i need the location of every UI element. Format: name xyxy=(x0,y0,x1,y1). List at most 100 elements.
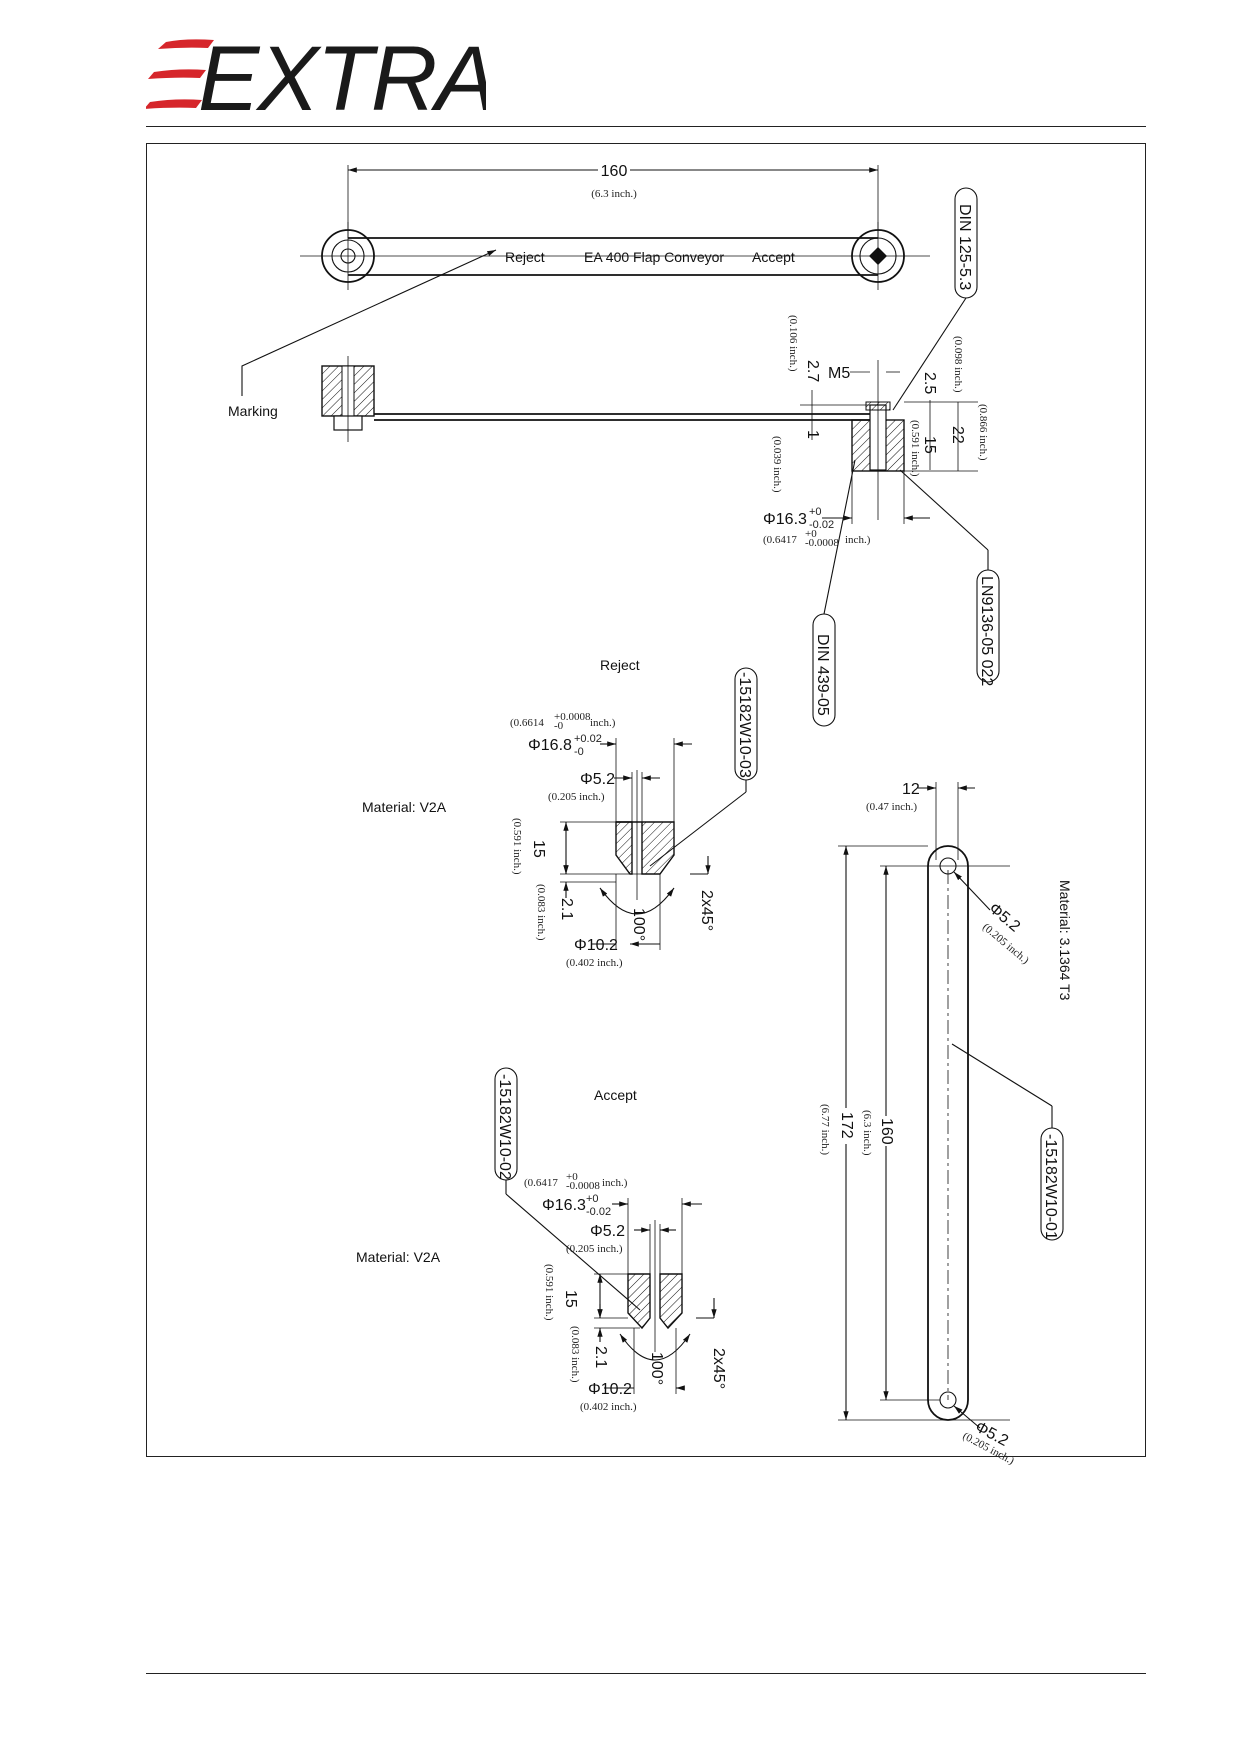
link-width-inch: (0.47 inch.) xyxy=(866,801,917,813)
footer-rule xyxy=(146,1673,1146,1674)
reject-outer-tol-top: +0.02 xyxy=(574,733,602,745)
dim-22: 22 xyxy=(949,426,966,444)
leader xyxy=(953,1405,981,1429)
reject-chamfer-depth: 2.1 xyxy=(558,898,575,920)
dim-1: 1 xyxy=(804,430,821,439)
label-marking: Marking xyxy=(228,403,278,419)
reject-bore-inch: (0.205 inch.) xyxy=(548,791,605,803)
accept-height-inch: (0.591 inch.) xyxy=(543,1264,555,1321)
dim-dia-16-3-inch-tol-top: +0 xyxy=(805,528,817,540)
reject-counter-dia: Φ10.2 xyxy=(574,937,618,954)
logo-stripe-bottom xyxy=(146,99,202,109)
top-view: 160 (6.3 inch.) Reject EA 400 Flap Conve… xyxy=(241,163,978,411)
dim-2-5-inch: (0.098 inch.) xyxy=(952,336,964,393)
dim-m5: M5 xyxy=(828,365,850,382)
logo-stripe-top xyxy=(158,39,214,49)
callout-ln9136 xyxy=(976,569,1000,683)
label-flap-conveyor: EA 400 Flap Conveyor xyxy=(584,249,724,265)
leader xyxy=(505,1193,641,1311)
accept-outer-tol-top: +0 xyxy=(586,1193,599,1205)
link-bar: Material: 3.1364 T3 12 (0.47 inch.) 172 … xyxy=(819,781,1073,1467)
label-accept: Accept xyxy=(752,249,795,265)
callout-din439 xyxy=(812,613,836,727)
logo-text: EXTRA xyxy=(198,30,486,120)
accept-outer-inch: (0.6417 xyxy=(524,1177,558,1189)
link-overall: 172 xyxy=(838,1112,855,1139)
reject-chamfer-depth-inch: (0.083 inch.) xyxy=(535,884,547,941)
dim-2-7-inch: (0.106 inch.) xyxy=(787,315,799,372)
callout-din439-text: DIN 439-05 xyxy=(814,634,831,716)
reject-title: Reject xyxy=(600,657,640,673)
reject-angle: 100° xyxy=(630,908,647,941)
drawing-frame xyxy=(146,143,1146,1457)
accept-counter-dia: Φ10.2 xyxy=(588,1381,632,1398)
dim-2-7: 2.7 xyxy=(804,360,821,382)
accept-material: Material: V2A xyxy=(356,1249,441,1265)
link-width: 12 xyxy=(902,781,920,798)
din439-leader xyxy=(823,459,856,615)
accept-outer-inch-unit: inch.) xyxy=(602,1177,628,1189)
accept-angle-arc xyxy=(619,1333,691,1361)
reject-outer-tol-bottom: -0 xyxy=(574,746,584,758)
reject-height-inch: (0.591 inch.) xyxy=(511,818,523,875)
accept-right-half xyxy=(659,1273,683,1330)
accept-outer-tol-bottom: -0.02 xyxy=(586,1206,611,1218)
dim-15-inch: (0.591 inch.) xyxy=(909,420,921,477)
accept-part-no: -15182W10-02 xyxy=(496,1074,513,1180)
accept-chamfer-depth: 2.1 xyxy=(592,1346,609,1368)
reject-outer-inch-tol-bottom: -0 xyxy=(554,720,564,732)
dim-160: 160 xyxy=(601,163,628,180)
reject-left-half xyxy=(615,821,633,875)
dim-dia-16-3-inch: (0.6417 xyxy=(763,534,797,546)
dim-dia-16-3-tol-top: +0 xyxy=(809,506,822,518)
reject-outer-inch-tol-top: +0.0008 xyxy=(554,711,591,723)
accept-angle: 100° xyxy=(648,1352,665,1385)
reject-counter-dia-inch: (0.402 inch.) xyxy=(566,957,623,969)
accept-chamfer-depth-inch: (0.083 inch.) xyxy=(569,1326,581,1383)
header-rule xyxy=(146,126,1146,127)
accept-outer-dia: Φ16.3 xyxy=(542,1197,586,1214)
reject-outer-inch-unit: inch.) xyxy=(590,717,616,729)
link-pitch-inch: (6.3 inch.) xyxy=(861,1110,873,1156)
marking-leader xyxy=(241,249,497,396)
reject-material: Material: V2A xyxy=(362,799,447,815)
dim-2-5: 2.5 xyxy=(921,372,938,394)
din125-leader xyxy=(892,297,967,411)
reject-outer-dia: Φ16.8 xyxy=(528,737,572,754)
extra-logo: EXTRA xyxy=(146,30,486,120)
link-pitch: 160 xyxy=(878,1118,895,1145)
accept-left-half xyxy=(627,1273,651,1330)
accept-chamfer: 2x45° xyxy=(710,1348,727,1389)
logo-stripe-middle xyxy=(148,69,206,79)
accept-bore-inch: (0.205 inch.) xyxy=(566,1243,623,1255)
reject-outer-inch: (0.6614 xyxy=(510,717,544,729)
reject-bore: Φ5.2 xyxy=(580,771,615,788)
link-part-no: -15182W10-01 xyxy=(1042,1134,1059,1240)
reject-angle-arc xyxy=(599,887,675,915)
dim-160-inch: (6.3 inch.) xyxy=(591,188,637,200)
leader xyxy=(953,871,991,911)
dim-22-inch: (0.866 inch.) xyxy=(977,404,989,461)
reject-part: Reject Material: V2A -15182W10-03 (0.661… xyxy=(362,657,758,969)
accept-outer-inch-tol-bottom: -0.0008 xyxy=(566,1180,600,1192)
link-overall-inch: (6.77 inch.) xyxy=(819,1104,831,1155)
callout-din125-text: DIN 125-5.3 xyxy=(956,204,973,290)
accept-counter-dia-inch: (0.402 inch.) xyxy=(580,1401,637,1413)
link-material: Material: 3.1364 T3 xyxy=(1057,880,1073,1001)
dim-dia-16-3: Φ16.3 xyxy=(763,511,807,528)
accept-bore: Φ5.2 xyxy=(590,1223,625,1240)
link-part-no-capsule xyxy=(1040,1127,1064,1241)
dim-15: 15 xyxy=(921,436,938,454)
accept-title: Accept xyxy=(594,1087,637,1103)
dim-dia-16-3-inch-unit: inch.) xyxy=(845,534,871,546)
accept-height: 15 xyxy=(562,1290,579,1308)
leader xyxy=(951,1043,1053,1107)
label-reject: Reject xyxy=(505,249,545,265)
dim-dia-16-3-tol-bottom: -0.02 xyxy=(809,519,834,531)
dim-dia-16-3-inch-tol-bottom: -0.0008 xyxy=(805,537,839,549)
reject-chamfer: 2x45° xyxy=(698,890,715,931)
dim-1-inch: (0.039 inch.) xyxy=(771,436,783,493)
ln9136-leader xyxy=(899,469,989,551)
reject-part-no: -15182W10-03 xyxy=(736,672,753,778)
